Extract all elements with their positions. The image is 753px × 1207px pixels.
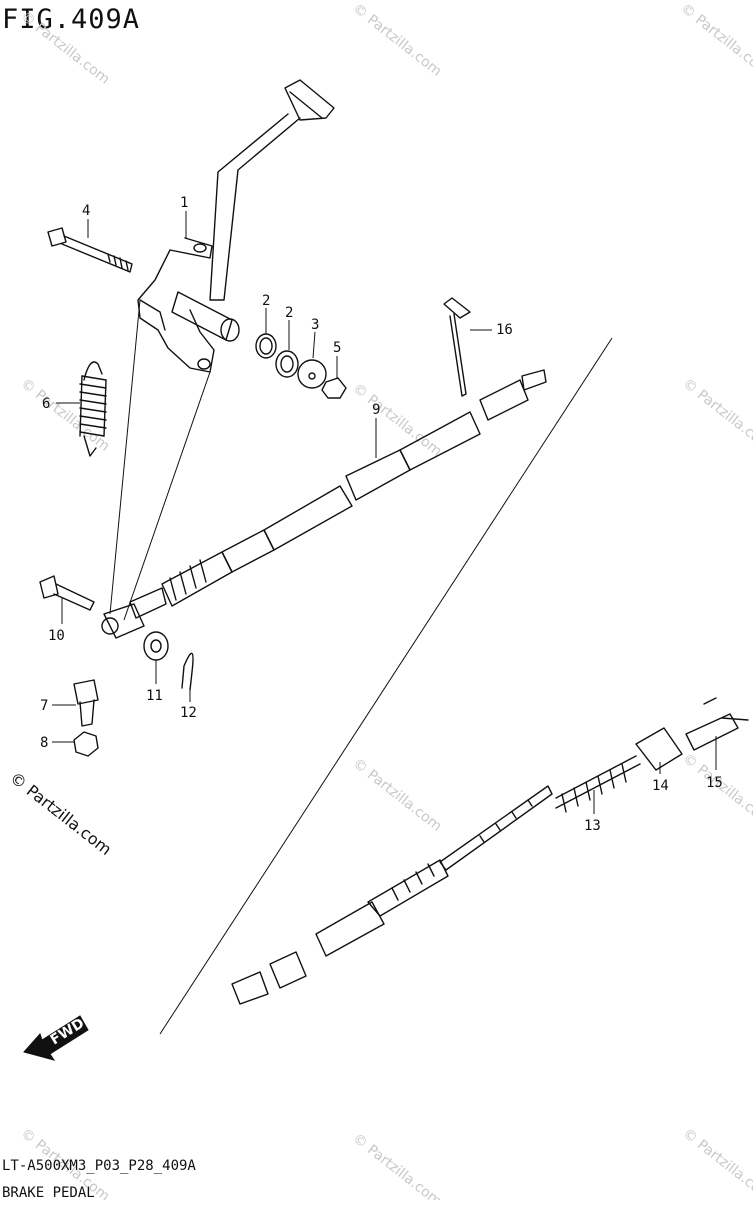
cable-joint <box>635 727 683 771</box>
callout-label: 6 <box>42 396 50 412</box>
guide-lines <box>109 299 613 1035</box>
callout-label: 10 <box>48 628 65 644</box>
bolt <box>73 679 99 705</box>
cable-end <box>685 697 749 751</box>
return-spring <box>79 361 107 457</box>
watermark-text: © Partzilla.com <box>350 1131 445 1200</box>
brake-cable <box>129 369 547 619</box>
washer <box>297 359 327 389</box>
footer: LT-A500XM3_P03_P28_409A BRAKE PEDAL <box>2 1153 196 1207</box>
washer-hole <box>308 372 316 380</box>
clevis-pin <box>39 575 59 599</box>
fwd-arrow: FWD <box>23 1015 89 1061</box>
clevis-pin-shaft <box>53 583 95 611</box>
washer-hole <box>259 337 273 355</box>
cable-tie <box>443 297 471 397</box>
spring <box>555 755 641 813</box>
callout-labels: 1 2 2 3 4 5 6 7 8 9 10 11 12 13 14 15 16 <box>40 195 723 834</box>
callout-label: 5 <box>333 340 341 356</box>
cotter-pin <box>181 652 194 691</box>
watermark-text: © Partzilla.com <box>18 9 113 88</box>
callout-label: 2 <box>262 293 270 309</box>
clevis <box>103 603 145 639</box>
callout-label: 16 <box>496 322 513 338</box>
diagram-code: LT-A500XM3_P03_P28_409A <box>2 1158 196 1174</box>
brake-cable-rear <box>231 785 553 1005</box>
bolt <box>47 227 133 273</box>
nut <box>73 731 99 757</box>
watermark-text: © Partzilla.com <box>680 1126 753 1200</box>
watermark-text: © Partzilla.com <box>350 381 445 460</box>
callout-label: 11 <box>146 688 163 704</box>
callout-label: 14 <box>652 778 669 794</box>
callout-label: 2 <box>285 305 293 321</box>
brake-pedal <box>137 79 335 373</box>
callout-label: 15 <box>706 775 723 791</box>
watermark-layer: © Partzilla.com © Partzilla.com © Partzi… <box>18 1 753 1200</box>
nut <box>321 377 347 399</box>
watermark-text: © Partzilla.com <box>350 756 445 835</box>
washer-hole <box>280 355 294 373</box>
washer-hole <box>150 639 162 653</box>
watermark-text: © Partzilla.com <box>678 1 753 80</box>
callout-label: 8 <box>40 735 48 751</box>
callout-label: 4 <box>82 203 90 219</box>
callout-label: 12 <box>180 705 197 721</box>
clevis-hole <box>101 617 119 635</box>
bolt-shaft <box>79 699 95 727</box>
washer <box>143 631 169 661</box>
callout-label: 9 <box>372 402 380 418</box>
figure-title: FIG.409A <box>2 4 141 35</box>
watermark-text: © Partzilla.com <box>680 376 753 455</box>
callout-label: 3 <box>311 317 319 333</box>
callout-label: 1 <box>180 195 188 211</box>
washer <box>275 350 299 378</box>
watermark-text: © Partzilla.com <box>350 1 445 80</box>
diagram-caption: BRAKE PEDAL <box>2 1185 95 1201</box>
callout-label: 13 <box>584 818 601 834</box>
callout-label: 7 <box>40 698 48 714</box>
